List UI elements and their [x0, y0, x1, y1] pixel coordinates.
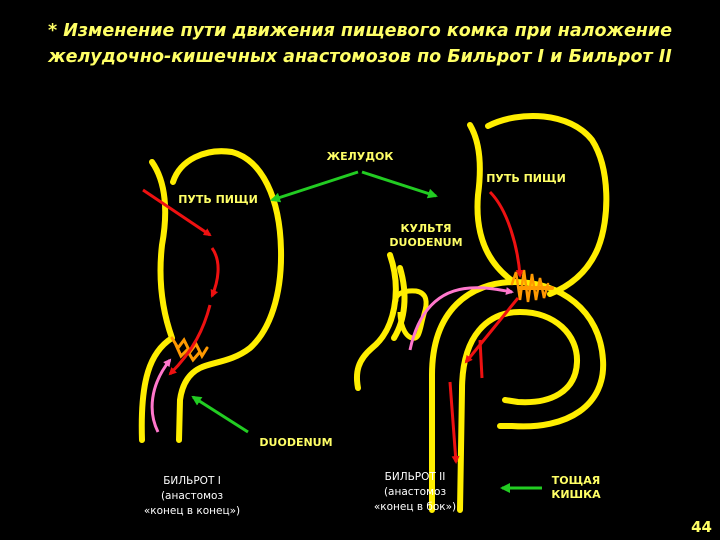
- food-path-label-right: ПУТЬ ПИЩИ: [486, 172, 566, 185]
- billroth1-bile-flow-arrow: [150, 358, 172, 433]
- duodenal-stump-label-line-1: КУЛЬТЯ: [400, 222, 452, 235]
- title-line-1: * Изменение пути движения пищевого комка…: [47, 21, 673, 41]
- billroth1-caption: БИЛЬРОТ I (анастомоз «конец в конец»): [122, 474, 262, 519]
- pointer-arrows: [191, 170, 542, 493]
- billroth1-food-path: [142, 188, 220, 376]
- title-line-2: желудочно-кишечных анастомозов по Бильро…: [48, 47, 672, 67]
- duodenal-stump-label-line-2: DUODENUM: [389, 236, 463, 249]
- billroth2-stomach-outline: [467, 112, 610, 297]
- billroth2-jejunal-loop: [353, 252, 607, 513]
- page-number: 44: [691, 518, 712, 536]
- billroth2-anastomosis: [510, 269, 554, 303]
- duodenal-stump-label: КУЛЬТЯ DUODENUM: [378, 222, 474, 250]
- slide-title: * Изменение пути движения пищевого комка…: [20, 18, 700, 70]
- billroth2-bile-flow-arrow: [408, 286, 514, 351]
- jejunum-label-line-2: КИШКА: [551, 488, 601, 501]
- billroth1-caption-line-1: БИЛЬРОТ I: [163, 475, 221, 487]
- jejunum-label-line-1: ТОЩАЯ: [551, 474, 601, 487]
- stomach-pointer-right: [361, 170, 438, 199]
- billroth2-caption: БИЛЬРОТ II (анастомоз «конец в бок»): [350, 470, 480, 515]
- billroth2-caption-line-2: (анастомоз: [383, 486, 447, 498]
- billroth2-caption-line-1: БИЛЬРОТ II: [384, 471, 446, 483]
- billroth2-food-path: [448, 190, 524, 464]
- duodenum-label: DUODENUM: [259, 436, 333, 449]
- billroth1-caption-line-2: (анастомоз: [160, 490, 224, 502]
- stomach-pointer-left: [270, 170, 359, 203]
- billroth2-caption-line-3: «конец в бок»): [373, 501, 457, 513]
- stomach-label: ЖЕЛУДОК: [326, 150, 394, 163]
- food-path-label-left: ПУТЬ ПИЩИ: [178, 193, 258, 206]
- billroth1-stomach-outline: [138, 148, 285, 443]
- billroth1-caption-line-3: «конец в конец»): [143, 505, 241, 517]
- duodenum-pointer: [191, 395, 249, 434]
- jejunum-label: ТОЩАЯ КИШКА: [540, 474, 612, 502]
